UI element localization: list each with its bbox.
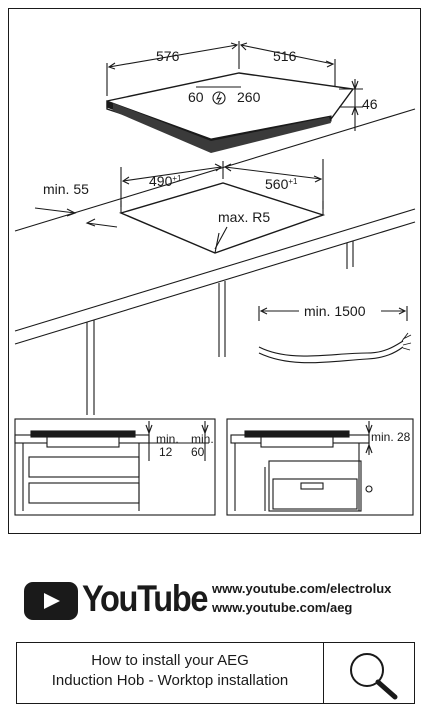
- sensor-left-label: 60: [188, 89, 204, 105]
- hob-height-label: 46: [362, 96, 378, 112]
- cutout-width-label: 560+1: [265, 175, 297, 191]
- clearance-min-label-b: min.: [191, 432, 214, 446]
- cutout-depth-label: 490+1: [149, 172, 181, 188]
- oven-clearance-label: min. 28: [371, 430, 411, 444]
- diagram-drawing: [14, 41, 416, 516]
- cutout-depth-value: 490: [149, 173, 173, 189]
- cutout-width-tolerance: +1: [288, 177, 298, 186]
- hob-depth-label: 516: [273, 48, 297, 64]
- youtube-wordmark: YouTube: [82, 578, 209, 619]
- howto-search-box[interactable]: How to install your AEG Induction Hob - …: [16, 642, 415, 704]
- hob-width-label: 576: [156, 48, 180, 64]
- howto-text: How to install your AEG Induction Hob - …: [17, 651, 323, 691]
- url-electrolux[interactable]: www.youtube.com/electrolux: [212, 581, 392, 596]
- corner-radius-label: max. R5: [218, 209, 271, 225]
- howto-line-2: Induction Hob - Worktop installation: [51, 672, 289, 689]
- cable-length-label: min. 1500: [304, 303, 366, 319]
- play-icon: [24, 582, 78, 620]
- cutout-depth-tolerance: +1: [172, 174, 182, 183]
- clearance-min-label-a: min.: [156, 432, 179, 446]
- sensor-right-label: 260: [237, 89, 261, 105]
- cutout-width-value: 560: [265, 176, 289, 192]
- clearance-60-label: 60: [191, 445, 205, 459]
- youtube-logo[interactable]: YouTube: [24, 578, 209, 622]
- installation-diagram: 576 516 46 60 260 490+1 560+1 min. 55 ma…: [8, 8, 421, 534]
- howto-line-1: How to install your AEG: [91, 652, 249, 669]
- magnifier-icon[interactable]: [337, 647, 413, 701]
- url-aeg[interactable]: www.youtube.com/aeg: [212, 600, 353, 615]
- divider: [323, 643, 325, 703]
- clearance-12-label: 12: [159, 445, 173, 459]
- front-distance-label: min. 55: [43, 181, 89, 197]
